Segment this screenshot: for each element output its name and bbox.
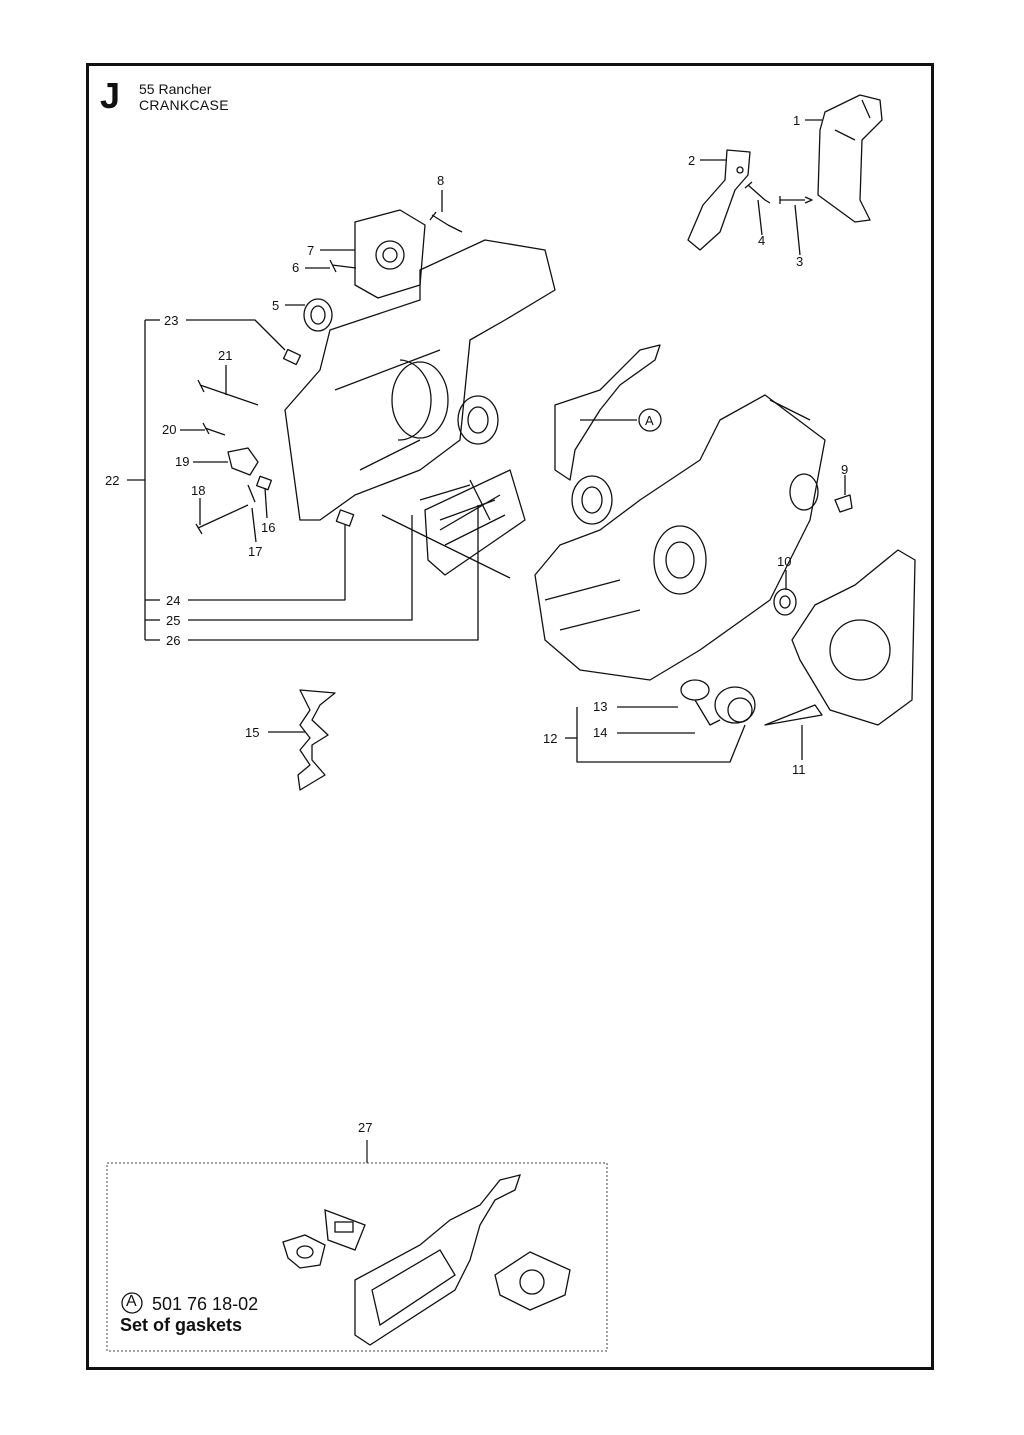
part-10-seal <box>773 588 797 616</box>
callout-10: 10 <box>777 554 791 569</box>
kit-gasket-square <box>494 1251 571 1311</box>
callout-9: 9 <box>841 462 848 477</box>
callout-2: 2 <box>688 153 695 168</box>
kit-description: Set of gaskets <box>120 1315 243 1335</box>
part-1-cover <box>817 94 883 223</box>
model-name: 55 Rancher <box>139 81 212 97</box>
part-19-knob <box>227 447 259 476</box>
kit-gasket-rect <box>324 1209 366 1251</box>
callout-6: 6 <box>292 260 299 275</box>
callout-14: 14 <box>593 725 607 740</box>
callout-20: 20 <box>162 422 176 437</box>
kit-gasket-small <box>282 1234 326 1269</box>
part-24-pin <box>335 509 355 527</box>
callout-1: 1 <box>793 113 800 128</box>
callout-16: 16 <box>261 520 275 535</box>
kit-part-number: 501 76 18-02 <box>152 1294 259 1314</box>
part-7-plate <box>354 209 426 299</box>
part-14-strap <box>694 699 721 726</box>
marker-a-circle <box>638 408 662 432</box>
callout-18: 18 <box>191 483 205 498</box>
kit-gasket-large <box>354 1174 521 1346</box>
kit-marker: A <box>126 1293 137 1310</box>
gasket-a <box>554 344 661 481</box>
marker-a: A <box>645 413 654 428</box>
callout-27: 27 <box>358 1120 372 1135</box>
callout-23: 23 <box>164 313 178 328</box>
callout-7: 7 <box>307 243 314 258</box>
bearing-left <box>457 395 499 445</box>
right-crankcase <box>534 394 826 681</box>
callout-22: 22 <box>105 473 119 488</box>
part-16-part <box>256 475 272 491</box>
callout-4: 4 <box>758 233 765 248</box>
callout-17: 17 <box>248 544 262 559</box>
part-17-part <box>247 484 256 503</box>
callout-8: 8 <box>437 173 444 188</box>
part-15-strip <box>297 689 336 791</box>
part-4-screw <box>744 181 771 204</box>
part-5-seal <box>303 298 333 332</box>
part-20-screw <box>202 422 226 436</box>
callout-24: 24 <box>166 593 180 608</box>
part-18-screw <box>195 504 249 535</box>
part-3-screw <box>779 196 813 204</box>
diagram-frame <box>86 63 934 1370</box>
kit-box <box>106 1162 608 1352</box>
part-23-pin <box>282 348 302 366</box>
part-12-cap <box>714 686 756 724</box>
part-2-bracket <box>687 149 751 251</box>
left-crankcase <box>284 239 556 521</box>
callout-12: 12 <box>543 731 557 746</box>
kit-marker-circle <box>121 1292 143 1314</box>
part-8-bolt <box>429 211 463 233</box>
part-9-clip <box>834 494 853 513</box>
part-26-gasket <box>424 469 526 576</box>
part-13-ring <box>680 679 710 701</box>
callout-5: 5 <box>272 298 279 313</box>
callout-13: 13 <box>593 699 607 714</box>
bolt-pair <box>419 479 496 521</box>
callout-21: 21 <box>218 348 232 363</box>
part-25-line <box>381 514 511 579</box>
callout-15: 15 <box>245 725 259 740</box>
section-name: CRANKCASE <box>139 97 229 113</box>
part-11-cover <box>791 549 916 726</box>
callout-26: 26 <box>166 633 180 648</box>
bearing-right <box>571 475 613 525</box>
section-letter: J <box>100 75 121 116</box>
callout-25: 25 <box>166 613 180 628</box>
part-6-screw <box>329 259 357 273</box>
callout-19: 19 <box>175 454 189 469</box>
callout-3: 3 <box>796 254 803 269</box>
part-21-bolt <box>197 379 259 406</box>
callout-11: 11 <box>792 762 806 777</box>
